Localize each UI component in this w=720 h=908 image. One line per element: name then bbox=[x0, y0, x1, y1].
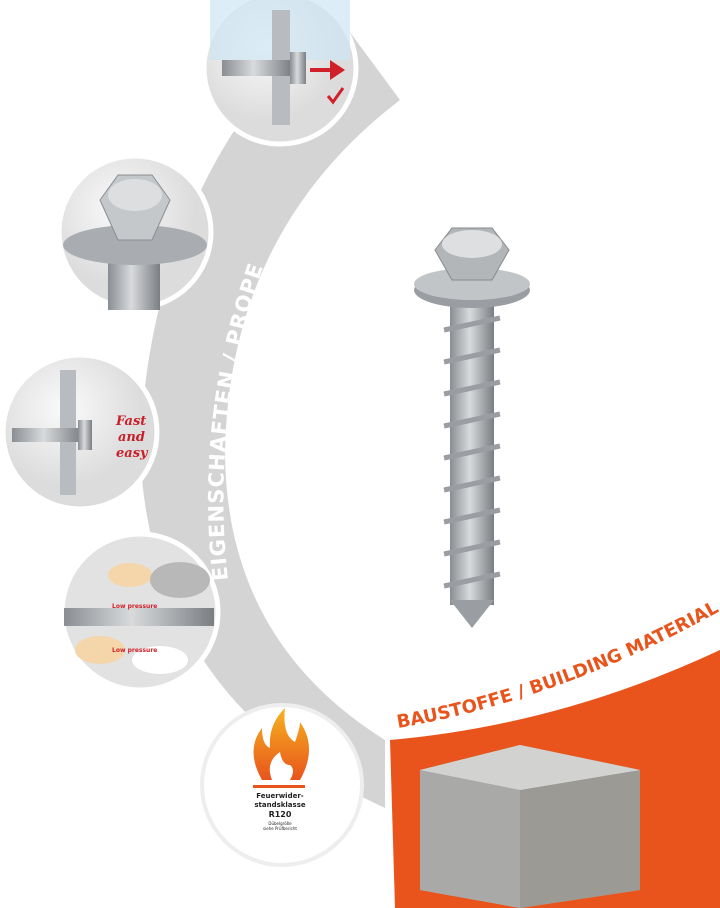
arrow-right-icon bbox=[310, 60, 345, 80]
circle-hex-head bbox=[56, 153, 214, 311]
circle-removable bbox=[201, 0, 359, 147]
easy-text: easy bbox=[116, 446, 149, 461]
fire-small1: Dübelgröße bbox=[268, 821, 292, 826]
concrete-screw bbox=[414, 227, 530, 628]
fire-class: R120 bbox=[269, 810, 292, 819]
circle-fire-class: Feuerwider- standsklasse R120 Dübelgröße… bbox=[200, 703, 364, 867]
circle-fast-easy: Fast and easy bbox=[0, 352, 160, 512]
fire-small2: siehe Prüfbericht bbox=[263, 826, 297, 831]
flame-icon bbox=[253, 708, 309, 780]
checkmark-icon bbox=[326, 87, 345, 105]
fast-text: Fast bbox=[115, 414, 146, 429]
low-pressure-top: Low pressure bbox=[112, 603, 157, 610]
concrete-panel bbox=[390, 650, 720, 908]
fire-line1: Feuerwider- bbox=[256, 792, 304, 800]
fire-line2: standsklasse bbox=[254, 801, 306, 809]
circle-low-pressure: Low pressure Low pressure bbox=[59, 531, 221, 693]
low-pressure-bottom: Low pressure bbox=[112, 647, 157, 654]
and-text: and bbox=[118, 430, 145, 445]
